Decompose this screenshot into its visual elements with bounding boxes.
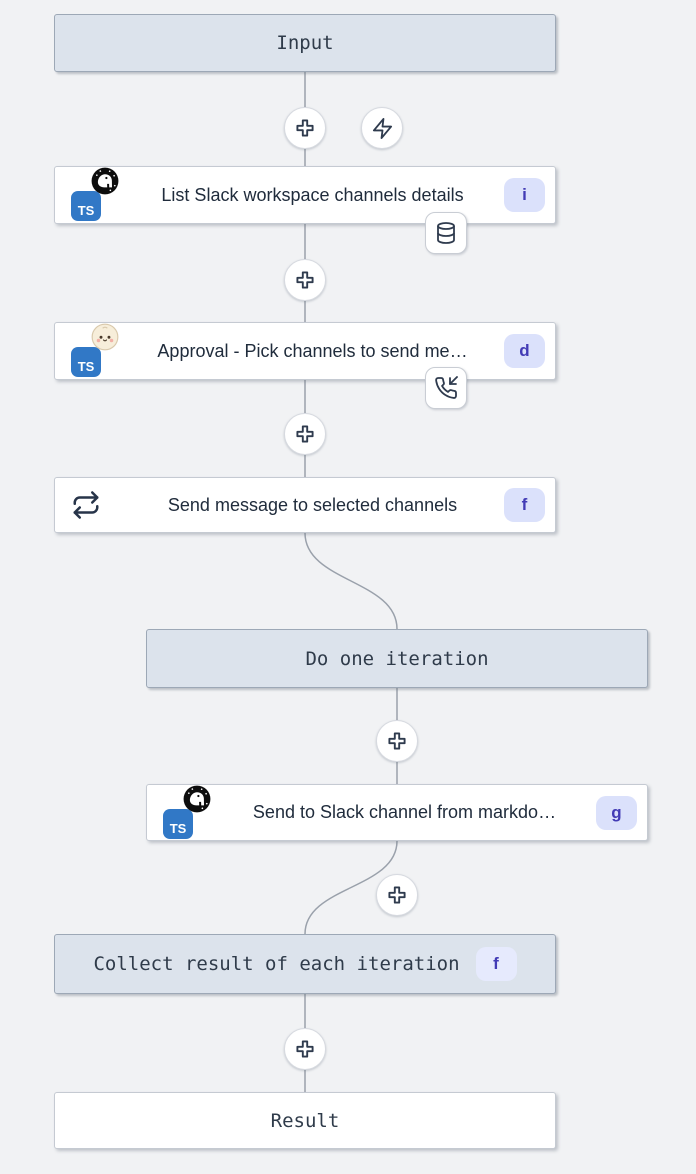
- plus-icon: [296, 425, 314, 443]
- input-node[interactable]: Input: [54, 14, 556, 72]
- step-title: Send to Slack channel from markdo…: [252, 802, 557, 822]
- suspend-approval-button[interactable]: [425, 367, 467, 409]
- step-title: Send message to selected channels: [167, 494, 458, 515]
- add-step-button-2[interactable]: [284, 259, 326, 301]
- step-send-markdown[interactable]: TS Send to Slack channel from markdo… g: [146, 784, 648, 841]
- result-node[interactable]: Result: [54, 1092, 556, 1149]
- plus-icon: [388, 886, 406, 904]
- add-step-button-1[interactable]: [284, 107, 326, 149]
- trigger-button[interactable]: [361, 107, 403, 149]
- add-step-button-5[interactable]: [376, 874, 418, 916]
- step-id-badge: i: [504, 178, 545, 212]
- add-step-button-4[interactable]: [376, 720, 418, 762]
- repeat-loop-icon: [73, 491, 99, 519]
- step-id-badge: d: [504, 334, 545, 368]
- step-id-badge: g: [596, 795, 637, 830]
- step-title: Approval - Pick channels to send me…: [157, 340, 468, 361]
- typescript-icon: TS: [71, 191, 101, 221]
- phone-incoming-icon: [435, 376, 458, 399]
- plus-icon: [296, 1040, 314, 1058]
- plus-icon: [388, 732, 406, 750]
- deno-icon: [91, 167, 119, 195]
- collect-node-label: Collect result of each iteration: [93, 953, 460, 975]
- typescript-icon: TS: [163, 808, 193, 839]
- database-icon: [437, 222, 455, 244]
- plus-icon: [296, 119, 314, 137]
- step-title: List Slack workspace channels details: [161, 184, 464, 205]
- edge-loop-to-iteration: [304, 532, 398, 630]
- typescript-icon: TS: [71, 347, 101, 377]
- language-icon-stack: TS: [71, 167, 121, 223]
- cache-button[interactable]: [425, 212, 467, 254]
- plus-icon: [296, 271, 314, 289]
- loop-icon-wrap: [71, 477, 121, 533]
- edge-send-to-collect: [304, 840, 398, 935]
- iteration-node[interactable]: Do one iteration: [146, 629, 648, 688]
- add-step-button-3[interactable]: [284, 413, 326, 455]
- deno-icon: [183, 785, 211, 812]
- bun-icon: [91, 323, 119, 351]
- zap-trigger-icon: [372, 117, 392, 139]
- language-icon-stack: TS: [163, 785, 213, 841]
- language-icon-stack: TS: [71, 323, 121, 379]
- collect-node[interactable]: Collect result of each iteration f: [54, 934, 556, 994]
- result-node-label: Result: [270, 1109, 340, 1132]
- iteration-node-label: Do one iteration: [305, 647, 489, 670]
- step-id-badge: f: [504, 488, 545, 522]
- input-node-label: Input: [276, 32, 334, 54]
- step-approval[interactable]: TS Approval - Pick channels to send me… …: [54, 322, 556, 380]
- add-step-button-6[interactable]: [284, 1028, 326, 1070]
- step-list-channels[interactable]: TS List Slack workspace channels details…: [54, 166, 556, 224]
- step-id-badge: f: [475, 947, 517, 981]
- step-forloop[interactable]: Send message to selected channels f: [54, 477, 556, 533]
